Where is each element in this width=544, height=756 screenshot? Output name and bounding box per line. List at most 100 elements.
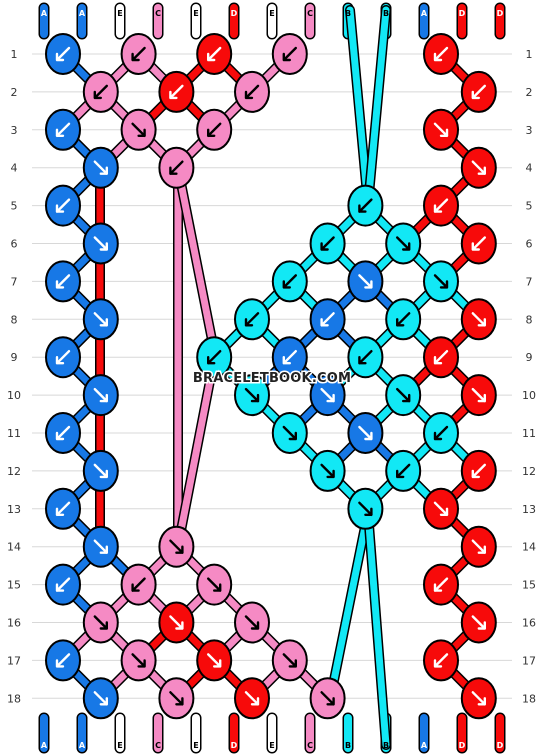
strand-label-top: A: [41, 9, 48, 18]
knot-row_8-4: [460, 298, 497, 341]
arrow-down-right-icon: [207, 577, 222, 592]
arrow-down-left-icon: [207, 46, 222, 62]
strand-label-bottom: D: [497, 741, 504, 750]
knot-row_5-2: [423, 184, 459, 227]
row-label-left: 8: [11, 313, 18, 326]
arrow-down-right-icon: [433, 274, 449, 289]
knot-row_16-0: [82, 601, 119, 644]
knot-row_11-2: [347, 412, 384, 454]
knot-row_5-1: [347, 184, 384, 227]
row-label-right: 18: [522, 692, 536, 705]
watermark: BRACELETBOOK.COM: [193, 371, 351, 386]
knot-row_12-3: [460, 449, 497, 492]
arrow-down-left-icon: [55, 122, 71, 137]
arrow-down-left-icon: [320, 312, 335, 327]
knot-row_10-0: [82, 374, 119, 417]
row-label-right: 8: [526, 313, 533, 326]
knot-row_10-1: [234, 374, 270, 417]
arrow-down-right-icon: [471, 160, 486, 175]
arrow-down-left-icon: [244, 312, 260, 327]
arrow-down-left-icon: [55, 198, 71, 213]
row-label-left: 1: [11, 48, 18, 61]
arrow-down-right-icon: [471, 312, 486, 327]
knot-row_6-1: [309, 222, 346, 265]
knot-row_11-3: [423, 412, 459, 454]
row-label-left: 4: [11, 162, 18, 175]
strand-label-bottom: A: [41, 741, 48, 750]
knot-row_18-1: [158, 677, 195, 720]
row-label-left: 6: [11, 238, 18, 251]
arrow-down-left-icon: [433, 577, 449, 592]
knot-row_17-2: [196, 639, 233, 682]
strand-label-top: E: [117, 9, 122, 18]
strand-label-bottom: B: [345, 741, 351, 750]
knot-row_2-0: [82, 70, 119, 113]
strand-segment: [364, 508, 390, 749]
arrow-down-right-icon: [93, 236, 108, 251]
knot-row_13-0: [45, 487, 81, 530]
row-label-left: 5: [11, 200, 18, 213]
knot-row_4-2: [460, 146, 497, 189]
knot-row_1-4: [423, 33, 459, 75]
strand-segment: [364, 6, 390, 209]
knot-row_4-0: [82, 146, 119, 189]
arrow-down-right-icon: [282, 653, 297, 668]
row-label-left: 16: [7, 617, 21, 630]
strand-label-top: B: [383, 9, 389, 18]
knot-row_10-4: [460, 374, 497, 417]
knot-row_17-3: [271, 639, 308, 682]
knots: [45, 33, 497, 720]
row-label-right: 5: [526, 200, 533, 213]
knot-row_1-0: [45, 33, 81, 75]
arrow-down-right-icon: [169, 691, 184, 706]
arrow-down-left-icon: [433, 350, 449, 365]
knot-row_15-1: [120, 563, 157, 606]
row-label-right: 14: [522, 541, 536, 554]
strand-label-top: E: [269, 9, 274, 18]
strand-segment: [174, 164, 219, 359]
strand-label-top: D: [231, 9, 238, 18]
arrow-down-left-icon: [55, 653, 71, 668]
arrow-down-right-icon: [93, 160, 108, 175]
knot-row_6-0: [82, 222, 119, 265]
knot-row_11-1: [271, 412, 308, 454]
arrow-down-left-icon: [433, 46, 449, 62]
strand-label-bottom: D: [459, 741, 466, 750]
arrow-down-right-icon: [131, 122, 146, 137]
arrow-down-left-icon: [55, 577, 71, 592]
arrow-down-left-icon: [55, 350, 71, 365]
knot-row_6-2: [385, 222, 422, 265]
arrow-down-left-icon: [207, 350, 222, 365]
row-label-left: 7: [11, 275, 18, 288]
knot-row_5-0: [45, 184, 81, 227]
knot-row_9-0: [45, 336, 81, 379]
row-label-left: 2: [11, 86, 18, 99]
strand-label-top: B: [345, 9, 351, 18]
arrow-down-right-icon: [93, 539, 108, 554]
knot-row_9-1: [196, 336, 233, 379]
row-label-left: 3: [11, 124, 18, 137]
knot-row_8-2: [309, 298, 346, 341]
arrow-down-right-icon: [93, 387, 108, 403]
arrow-down-left-icon: [433, 653, 449, 668]
arrow-down-left-icon: [471, 463, 486, 479]
arrow-down-right-icon: [471, 691, 486, 706]
strand-segment: [174, 351, 219, 550]
knot-row_7-0: [45, 260, 81, 303]
knot-row_7-1: [271, 260, 308, 303]
knot-row_14-1: [158, 525, 195, 568]
knot-row_1-2: [196, 33, 233, 75]
strand-label-bottom: A: [79, 741, 86, 750]
row-label-left: 13: [7, 503, 21, 516]
knot-row_18-4: [460, 677, 497, 720]
knot-row_14-0: [82, 525, 119, 568]
knot-row_2-2: [234, 70, 270, 113]
arrow-down-right-icon: [169, 539, 184, 554]
row-label-right: 16: [522, 617, 536, 630]
arrow-down-right-icon: [358, 425, 373, 441]
row-label-left: 18: [7, 692, 21, 705]
arrow-down-left-icon: [131, 46, 146, 62]
